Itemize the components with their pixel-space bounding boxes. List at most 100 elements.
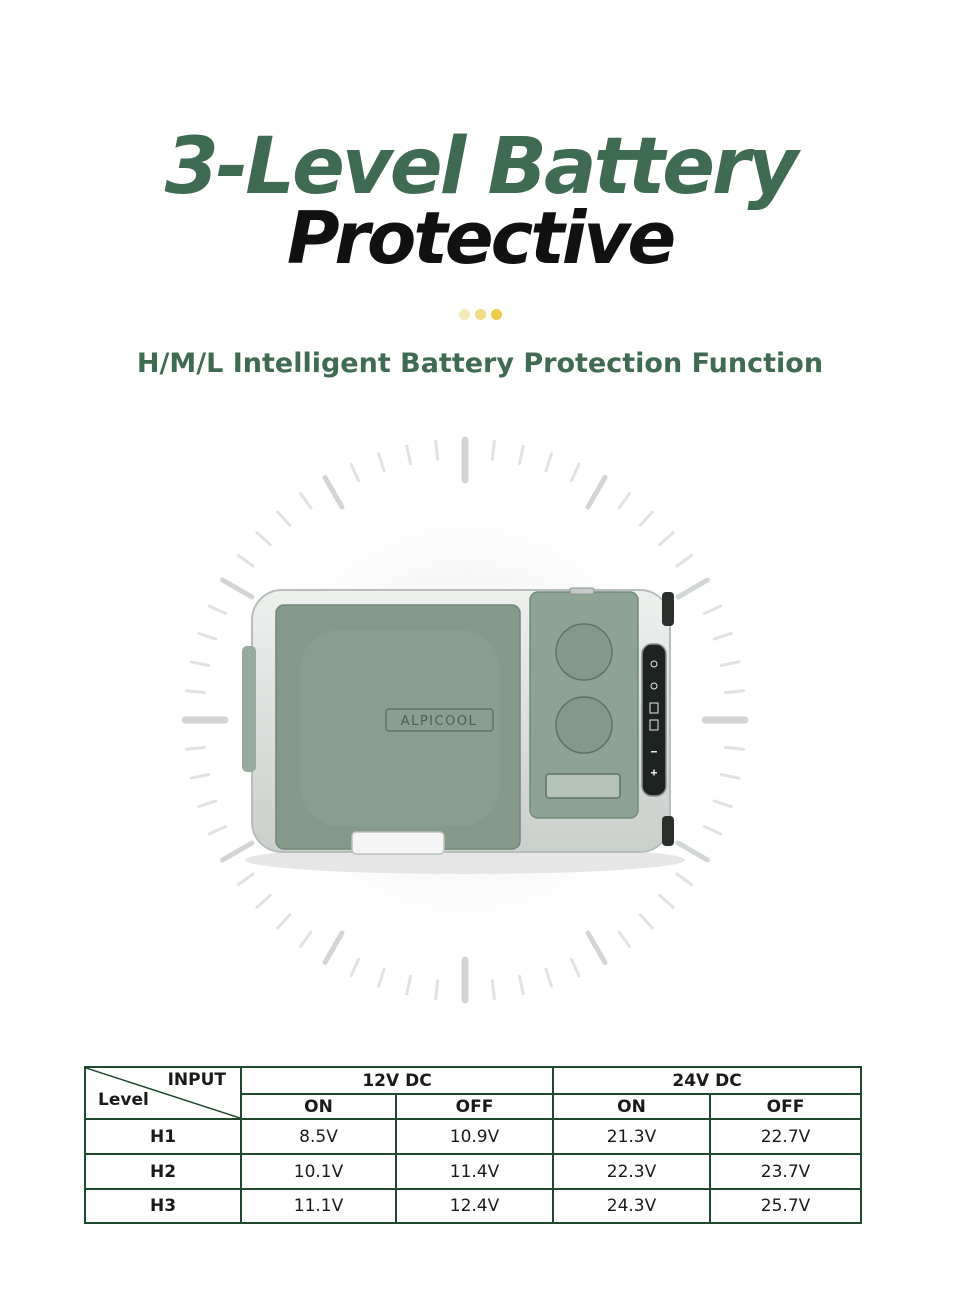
corner-diagonal bbox=[86, 1068, 240, 1118]
tick-mark bbox=[255, 531, 272, 547]
tick-mark bbox=[376, 452, 386, 473]
tick-mark bbox=[197, 799, 218, 809]
tick-mark bbox=[405, 974, 413, 996]
tick-mark bbox=[675, 553, 694, 568]
lid-emboss bbox=[300, 630, 500, 826]
tick-mark bbox=[185, 745, 206, 751]
group-header-24v: 24V DC bbox=[552, 1066, 863, 1095]
tick-mark bbox=[638, 913, 654, 930]
tick-mark bbox=[675, 577, 710, 600]
cell-h1-24v-on: 21.3V bbox=[552, 1118, 712, 1155]
tick-mark bbox=[207, 604, 228, 615]
brand-label: ALPICOOL bbox=[401, 714, 478, 729]
tick-mark bbox=[255, 893, 272, 909]
decorative-dots bbox=[0, 309, 960, 320]
tick-mark bbox=[349, 957, 360, 978]
plus-icon-stem bbox=[653, 769, 655, 776]
product-svg: ALPICOOL bbox=[181, 436, 749, 1004]
cell-h2-12v-off: 11.4V bbox=[394, 1153, 555, 1190]
corner-level-label: Level bbox=[98, 1090, 149, 1110]
tick-mark bbox=[724, 689, 745, 695]
dot-2 bbox=[474, 309, 486, 320]
tick-mark bbox=[517, 444, 525, 466]
tick-mark bbox=[220, 577, 255, 600]
tick-mark bbox=[276, 913, 292, 930]
tick-mark bbox=[236, 872, 255, 887]
vent-circle-bottom bbox=[555, 696, 613, 754]
subheader-12v-on: ON bbox=[240, 1093, 397, 1120]
vent-circle-top bbox=[555, 623, 613, 681]
tick-mark bbox=[298, 491, 313, 510]
top-hinge bbox=[569, 587, 595, 595]
protection-table: INPUT Level 12V DC 24V DC ON OFF ON OFF … bbox=[84, 1066, 863, 1224]
row-level-h1: H1 bbox=[84, 1118, 242, 1155]
tick-mark bbox=[724, 745, 745, 751]
tick-mark bbox=[197, 631, 218, 641]
subheader-24v-off: OFF bbox=[709, 1093, 863, 1120]
cell-h1-12v-off: 10.9V bbox=[394, 1118, 555, 1155]
left-handle bbox=[242, 646, 256, 772]
tick-mark bbox=[322, 930, 345, 965]
table-row: H3 11.1V 12.4V 24.3V 25.7V bbox=[84, 1188, 863, 1224]
tick-mark bbox=[719, 660, 741, 668]
tick-mark bbox=[434, 979, 440, 1000]
tick-mark bbox=[189, 772, 211, 780]
cell-h2-24v-off: 23.7V bbox=[709, 1153, 863, 1190]
tick-mark bbox=[585, 475, 608, 510]
tick-mark bbox=[517, 974, 525, 996]
lid-latch bbox=[351, 831, 445, 855]
row-level-h2: H2 bbox=[84, 1153, 242, 1190]
tick-mark bbox=[490, 440, 496, 461]
tick-mark bbox=[322, 475, 345, 510]
tick-mark bbox=[490, 979, 496, 1000]
cell-h1-12v-on: 8.5V bbox=[240, 1118, 397, 1155]
tick-mark bbox=[298, 930, 313, 949]
tick-mark bbox=[675, 840, 710, 863]
tick-mark bbox=[434, 440, 440, 461]
cell-h3-24v-on: 24.3V bbox=[552, 1188, 712, 1224]
table-row: H2 10.1V 11.4V 22.3V 23.7V bbox=[84, 1153, 863, 1190]
tick-mark bbox=[544, 452, 554, 473]
table-corner-cell: INPUT Level bbox=[84, 1066, 242, 1120]
tick-mark bbox=[349, 462, 360, 483]
dot-1 bbox=[458, 309, 470, 320]
group-header-12v: 12V DC bbox=[239, 1066, 555, 1095]
corner-bumper bbox=[662, 816, 674, 846]
cell-h3-12v-on: 11.1V bbox=[240, 1188, 397, 1224]
corner-input-label: INPUT bbox=[167, 1070, 226, 1090]
settings-icon bbox=[650, 682, 658, 690]
tick-mark bbox=[276, 510, 292, 527]
compartment-handle bbox=[545, 773, 621, 799]
subheader-24v-on: ON bbox=[552, 1093, 712, 1120]
cell-h2-24v-on: 22.3V bbox=[552, 1153, 712, 1190]
brand-plate bbox=[385, 708, 494, 732]
tick-mark bbox=[712, 631, 733, 641]
display-888-icon bbox=[649, 719, 659, 731]
tick-mark bbox=[585, 930, 608, 965]
tick-mark bbox=[712, 799, 733, 809]
tick-mark bbox=[189, 660, 211, 668]
subheader-12v-off: OFF bbox=[394, 1093, 555, 1120]
tick-mark bbox=[675, 872, 694, 887]
tick-ring bbox=[181, 436, 749, 1004]
display-888-icon bbox=[649, 702, 659, 714]
cell-h2-12v-on: 10.1V bbox=[240, 1153, 397, 1190]
title-line-1: 3-Level Battery bbox=[164, 122, 799, 212]
row-level-h3: H3 bbox=[84, 1188, 242, 1224]
tick-mark bbox=[617, 930, 632, 949]
cell-h3-24v-off: 25.7V bbox=[709, 1188, 863, 1224]
minus-icon bbox=[651, 751, 657, 753]
tick-mark bbox=[617, 491, 632, 510]
tick-mark bbox=[702, 604, 723, 615]
tick-mark bbox=[570, 462, 581, 483]
tick-mark bbox=[220, 840, 255, 863]
tick-mark bbox=[719, 772, 741, 780]
power-icon bbox=[650, 660, 658, 668]
tick-mark bbox=[185, 689, 206, 695]
tick-mark bbox=[638, 510, 654, 527]
table-row: H1 8.5V 10.9V 21.3V 22.7V bbox=[84, 1118, 863, 1155]
product-illustration: ALPICOOL bbox=[0, 420, 960, 1020]
title-line-2: Protective bbox=[286, 196, 676, 280]
tick-mark bbox=[207, 825, 228, 836]
tick-mark bbox=[376, 967, 386, 988]
